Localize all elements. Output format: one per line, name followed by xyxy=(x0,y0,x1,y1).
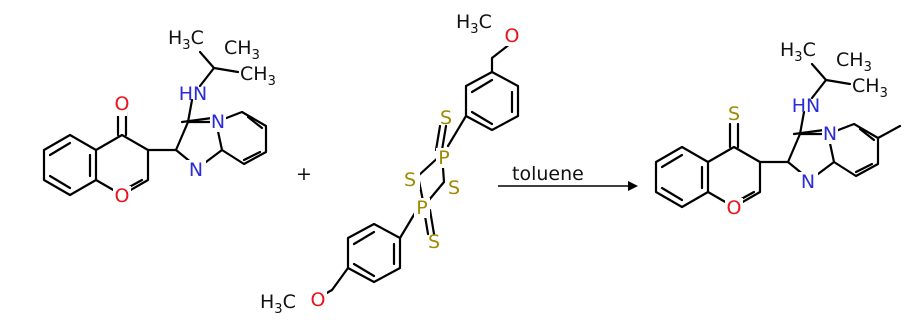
methyl-top-1: CH3 xyxy=(224,37,260,63)
amine-hn-product: HN xyxy=(792,95,821,117)
oxygen-ring-product: O xyxy=(727,197,742,219)
methyl-right-product: CH3 xyxy=(852,75,888,101)
methyl-top-product: CH3 xyxy=(836,49,872,75)
methyl-right-1: CH3 xyxy=(240,63,276,89)
lawessons-reagent xyxy=(316,42,520,300)
starting-material xyxy=(42,50,268,197)
nitrogen-bridge-product: N xyxy=(823,123,837,145)
product xyxy=(654,62,902,209)
sulfur-ring-left: S xyxy=(404,169,416,191)
sulfur-thione-top: S xyxy=(440,107,452,129)
phosphorus-top: P xyxy=(438,147,449,169)
methyl-methoxy-bottom: H3C xyxy=(260,291,296,317)
nitrogen-bridge-1: N xyxy=(211,111,225,133)
sulfur-thione-bottom: S xyxy=(428,231,440,253)
reagent-label: toluene xyxy=(512,163,584,185)
nitrogen-imine-1: N xyxy=(189,159,203,181)
oxygen-methoxy-bottom: O xyxy=(311,289,326,311)
oxygen-ring-1: O xyxy=(115,185,130,207)
sulfur-thione-product: S xyxy=(728,103,740,125)
sulfur-ring-right: S xyxy=(448,177,460,199)
phosphorus-bottom: P xyxy=(416,197,427,219)
methyl-methoxy-top: H3C xyxy=(456,11,492,37)
nitrogen-imine-product: N xyxy=(801,171,815,193)
methyl-left-product: H3C xyxy=(780,39,816,65)
reaction-arrow xyxy=(498,181,638,191)
amine-hn-1: HN xyxy=(179,83,208,105)
methyl-left-1: H3C xyxy=(168,27,204,53)
oxygen-carbonyl-1: O xyxy=(115,93,130,115)
plus-sign: + xyxy=(296,163,312,185)
oxygen-methoxy-top: O xyxy=(505,25,520,47)
